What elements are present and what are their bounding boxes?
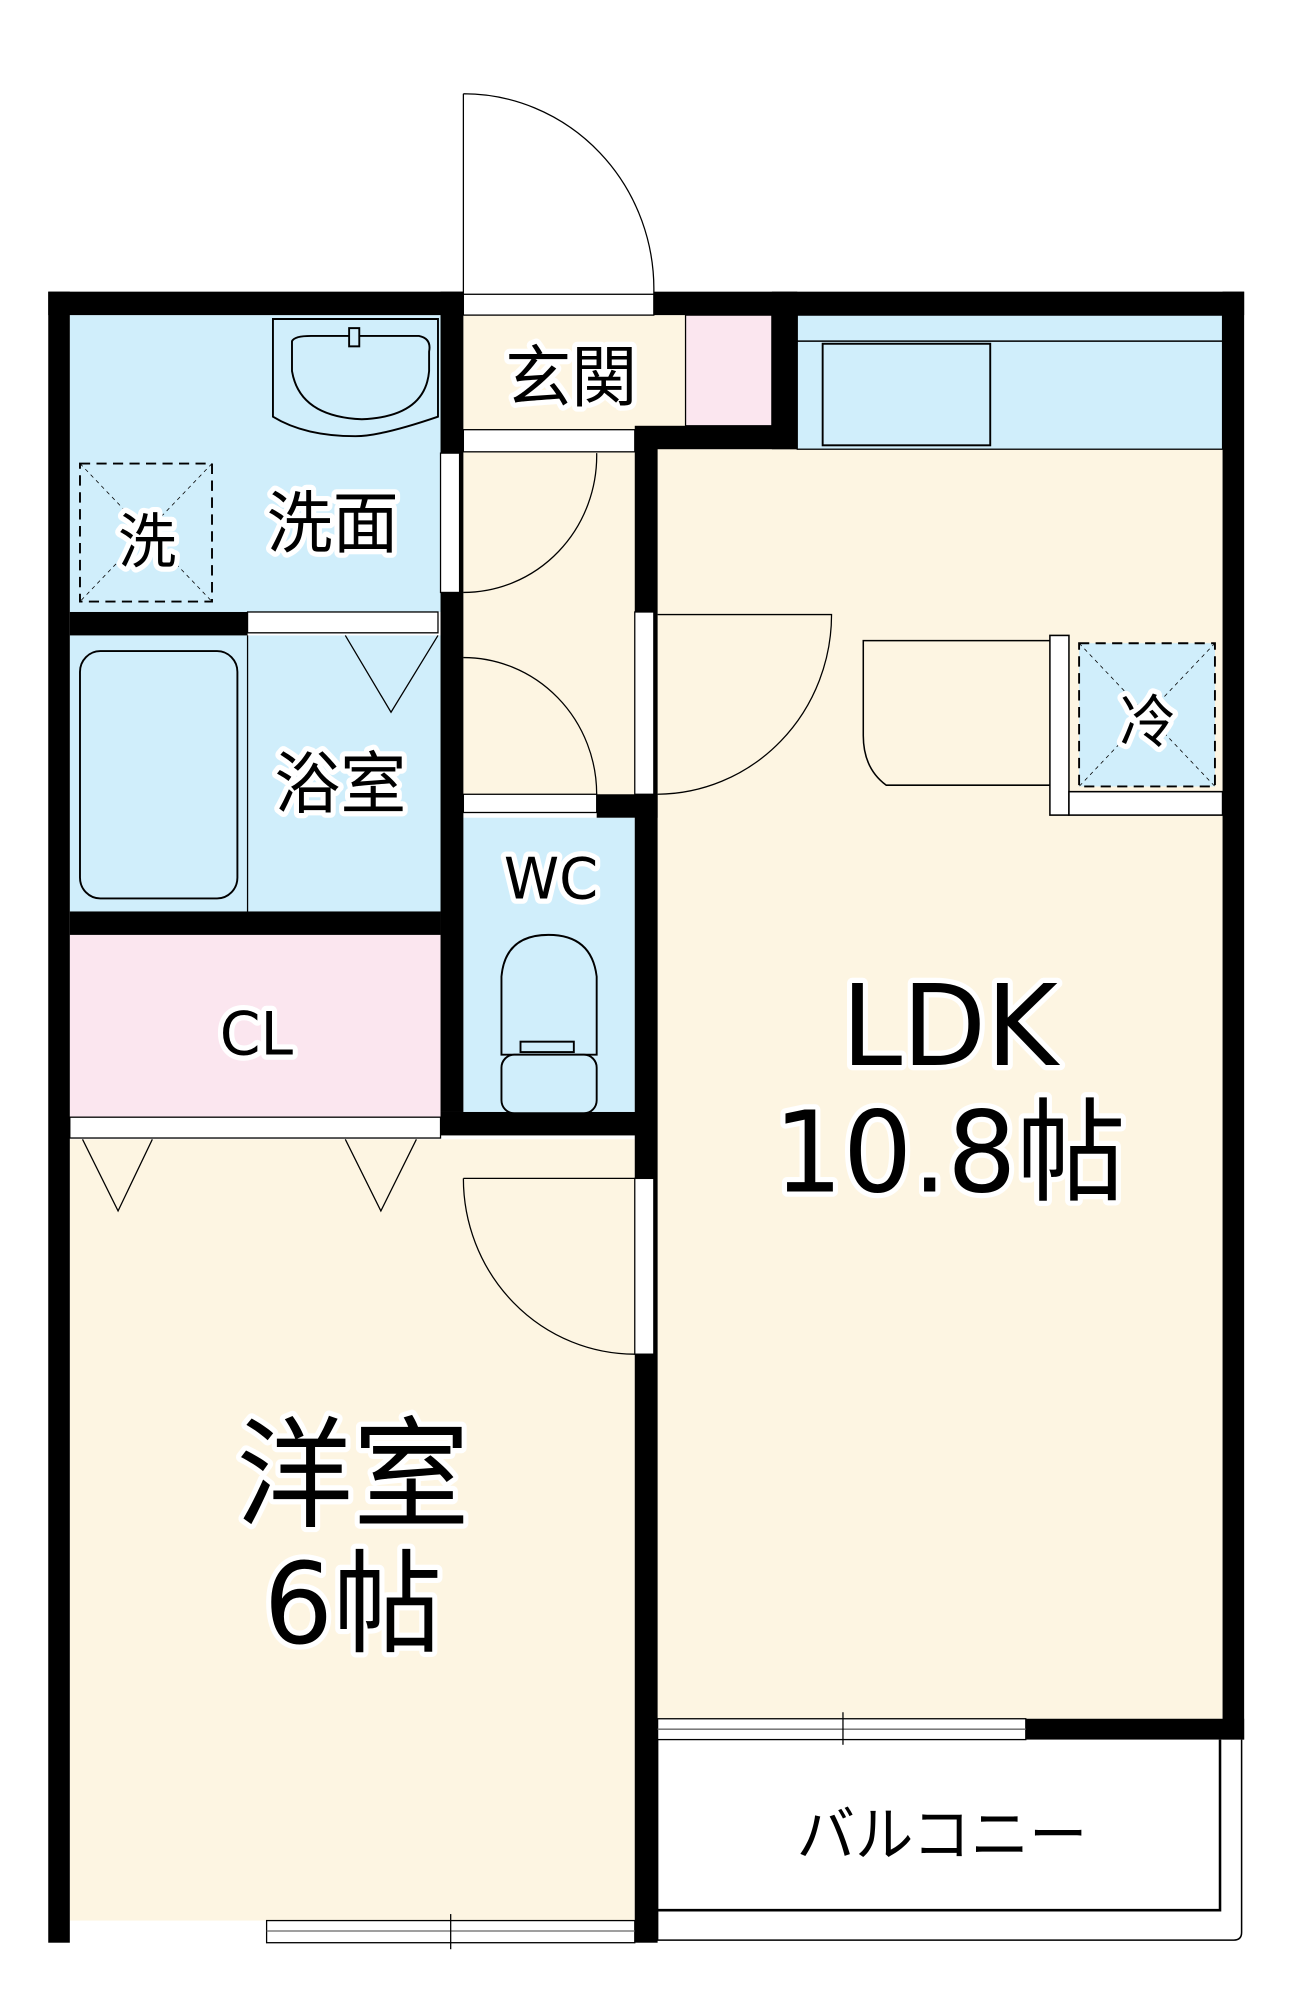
doors bbox=[69, 429, 833, 1355]
western-room-size: 6帖 bbox=[264, 1540, 443, 1671]
bathtub-icon bbox=[79, 650, 239, 900]
refrigerator-label: 冷 bbox=[1120, 690, 1176, 757]
kitchen-table bbox=[862, 639, 1052, 786]
bathroom-label: 浴室 bbox=[274, 745, 406, 824]
windows bbox=[265, 1712, 1027, 1950]
closet-floor bbox=[69, 934, 441, 1118]
closet-label: CL bbox=[220, 999, 293, 1069]
ldk-size: 10.8帖 bbox=[773, 1088, 1125, 1219]
refrigerator-space bbox=[1078, 642, 1216, 788]
entry-door bbox=[462, 93, 655, 295]
washing-machine-label: 洗 bbox=[118, 507, 176, 577]
toilet-icon bbox=[500, 933, 598, 1115]
western-room-label: 洋室 bbox=[236, 1406, 470, 1546]
balcony bbox=[656, 1739, 1243, 1941]
western-room-floor bbox=[69, 1139, 635, 1921]
washbasin-icon bbox=[271, 318, 439, 438]
entrance-label: 玄関 bbox=[505, 338, 637, 417]
balcony-label: バルコニー bbox=[797, 1800, 1088, 1870]
toilet-label: WC bbox=[504, 846, 598, 913]
ldk-label: LDK bbox=[841, 962, 1060, 1093]
washroom-label: 洗面 bbox=[267, 484, 399, 563]
shoe-box bbox=[684, 314, 773, 427]
washing-machine-space bbox=[79, 462, 213, 603]
sink-icon bbox=[821, 342, 992, 447]
